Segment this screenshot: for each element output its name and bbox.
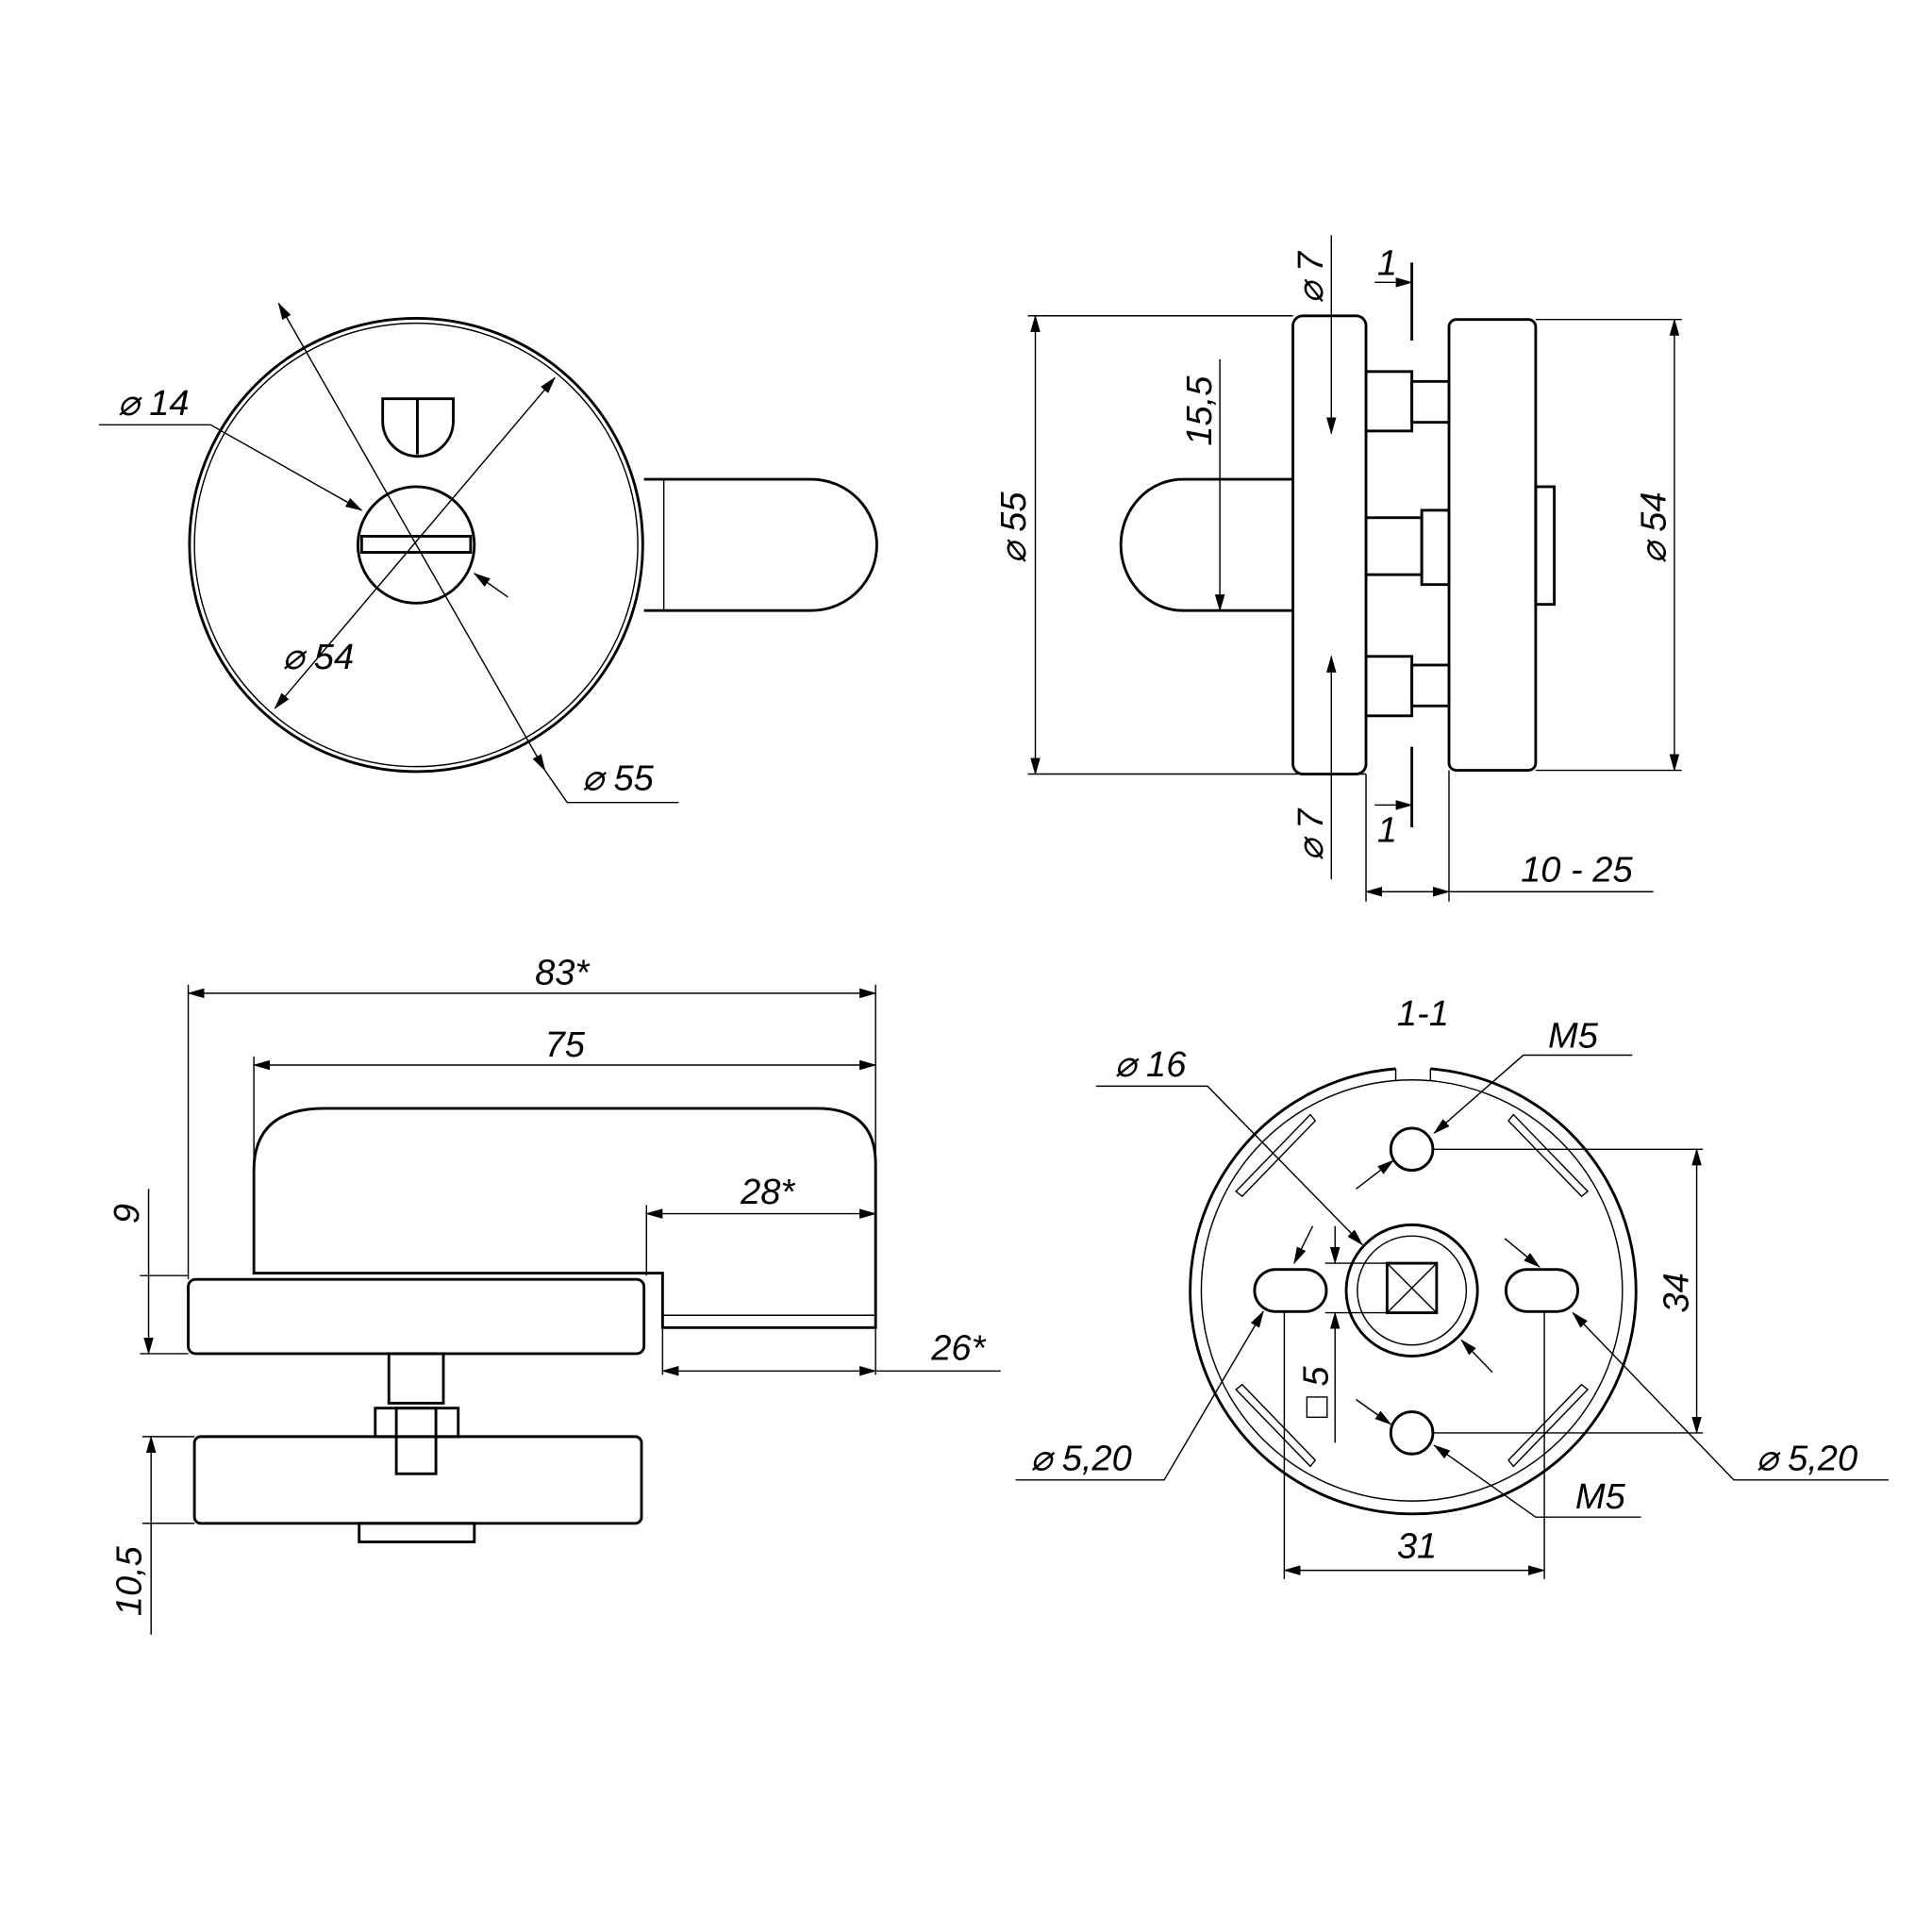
dim-d55: ⌀ 55 — [582, 759, 655, 799]
dim-d54-side: ⌀ 54 — [1635, 492, 1674, 564]
dim-d14: ⌀ 14 — [118, 384, 190, 424]
dim-gap-top: 1 — [1377, 243, 1397, 283]
knob-outline — [1119, 477, 1293, 612]
dim-83: 83* — [535, 954, 590, 993]
lever-profile — [252, 1107, 877, 1329]
dim-gap-bottom: 1 — [1377, 811, 1397, 851]
dim-m5-top: M5 — [1548, 1017, 1599, 1057]
dim-d7-top: ⌀ 7 — [1291, 250, 1331, 303]
dim-m5-bottom: M5 — [1575, 1477, 1626, 1517]
lever-outline — [643, 477, 878, 612]
dim-15-5: 15,5 — [1180, 375, 1220, 446]
dim-d5-20-right: ⌀ 5,20 — [1757, 1439, 1858, 1478]
dim-34: 34 — [1657, 1273, 1696, 1312]
bottom-view: 83* 75 28* 26* 9 10,5 — [108, 954, 1001, 1635]
dim-thickness: 10 - 25 — [1521, 851, 1633, 891]
dim-75: 75 — [545, 1025, 586, 1065]
occupied-indicator-icon — [381, 397, 455, 458]
dim-d16: ⌀ 16 — [1115, 1045, 1188, 1085]
dim-31: 31 — [1397, 1527, 1437, 1567]
dim-26: 26* — [930, 1328, 986, 1368]
dim-d7-bottom: ⌀ 7 — [1291, 808, 1331, 860]
dim-9: 9 — [108, 1204, 147, 1224]
section-view: 1-1 M5 M5 ⌀ 16 34 31 □ 5 ⌀ 5,20 ⌀ 5,20 — [1015, 994, 1890, 1579]
dim-28: 28* — [740, 1173, 795, 1212]
section-title: 1-1 — [1397, 994, 1449, 1034]
dim-d5-20-left: ⌀ 5,20 — [1030, 1439, 1132, 1478]
side-view: ⌀ 55 ⌀ 54 15,5 ⌀ 7 ⌀ 7 1 1 10 - 25 — [994, 235, 1682, 902]
front-view: ⌀ 14 ⌀ 54 ⌀ 55 — [99, 302, 878, 804]
dim-d54: ⌀ 54 — [282, 638, 354, 677]
dim-square-5: □ 5 — [1296, 1366, 1336, 1419]
dim-d55-side: ⌀ 55 — [994, 491, 1034, 564]
dim-10-5: 10,5 — [110, 1545, 150, 1616]
arc-slots — [1235, 1113, 1590, 1468]
